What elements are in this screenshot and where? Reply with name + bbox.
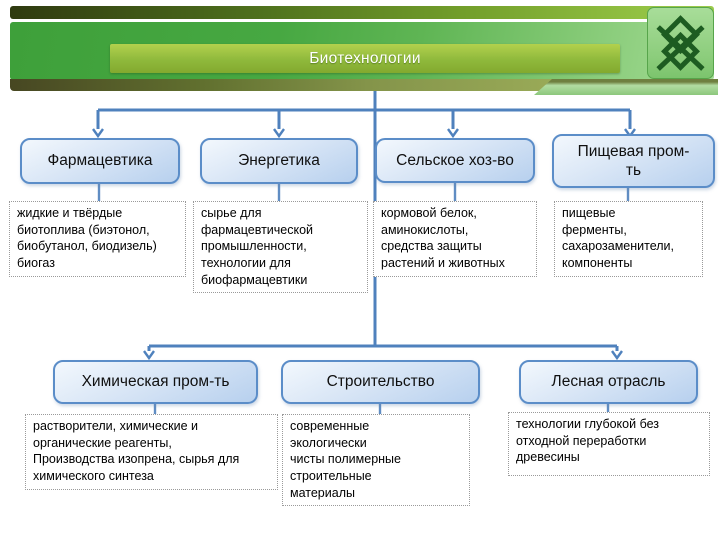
header-bottom-strip xyxy=(10,79,560,91)
woven-lattice-icon xyxy=(656,15,705,71)
header-accent-tab xyxy=(534,79,718,95)
node-chemical: Химическая пром-ть xyxy=(53,360,258,404)
desc-energy: сырье для фармацевтической промышленност… xyxy=(193,201,368,294)
desc-forestry: технологии глубокой без отходной перераб… xyxy=(508,412,710,476)
slide-title-text: Биотехнологии xyxy=(309,49,421,67)
node-construction: Строительство xyxy=(281,360,480,404)
node-forestry: Лесная отрасль xyxy=(519,360,698,404)
slide-title: Биотехнологии xyxy=(110,44,620,73)
header-top-strip xyxy=(10,6,714,19)
node-pharma: Фармацевтика xyxy=(20,138,180,184)
logo-panel xyxy=(647,7,714,79)
desc-agriculture: кормовой белок, аминокислоты, средства з… xyxy=(373,201,537,277)
node-energy: Энергетика xyxy=(200,138,358,184)
node-food-industry: Пищевая пром- ть xyxy=(552,134,715,188)
desc-food-industry: пищевые ферменты, сахарозаменители, комп… xyxy=(554,201,703,277)
node-agriculture: Сельское хоз-во xyxy=(375,138,535,183)
desc-chemical: растворители, химические и органические … xyxy=(25,414,278,490)
desc-pharma: жидкие и твёрдые биотоплива (биэтонол, б… xyxy=(9,201,186,277)
desc-construction: современные экологически чисты полимерны… xyxy=(282,414,470,507)
